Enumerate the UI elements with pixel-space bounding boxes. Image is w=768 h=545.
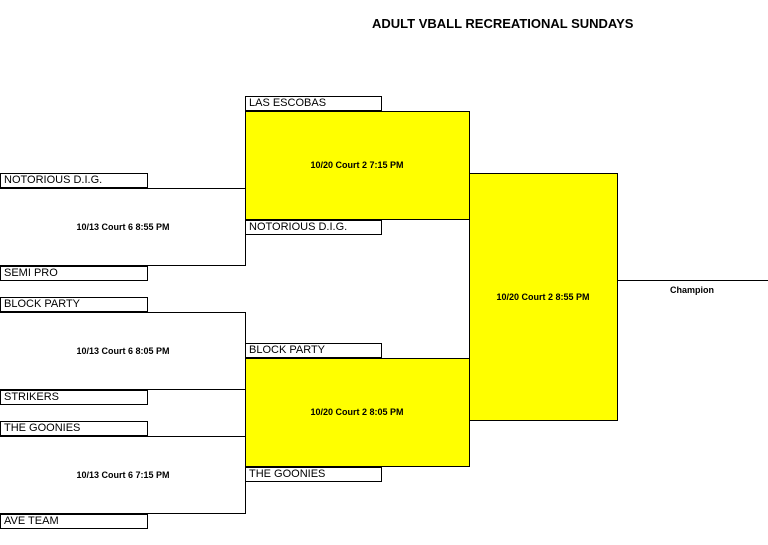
r1m1-team-b: SEMI PRO <box>0 266 148 281</box>
r2m1-team-b: NOTORIOUS D.I.G. <box>245 220 382 235</box>
champion-line <box>617 280 768 281</box>
r2m1-time: 10/20 Court 2 7:15 PM <box>310 160 404 170</box>
r1m3-team-b: AVE TEAM <box>0 514 148 529</box>
r2m2-team-b: THE GOONIES <box>245 467 382 482</box>
r1m2-team-a: BLOCK PARTY <box>0 297 148 312</box>
r1m3-team-a: THE GOONIES <box>0 421 148 436</box>
r1m2-team-b: STRIKERS <box>0 390 148 405</box>
r2m2-bracket <box>245 358 470 467</box>
r1m3-time: 10/13 Court 6 7:15 PM <box>76 470 170 480</box>
r2m2-team-a: BLOCK PARTY <box>245 343 382 358</box>
r1m2-time: 10/13 Court 6 8:05 PM <box>76 346 170 356</box>
r2m2-time: 10/20 Court 2 8:05 PM <box>310 407 404 417</box>
r2m1-team-a: LAS ESCOBAS <box>245 96 382 111</box>
champion-label: Champion <box>670 285 714 295</box>
r1m1-team-a: NOTORIOUS D.I.G. <box>0 173 148 188</box>
r1m1-time: 10/13 Court 6 8:55 PM <box>76 222 170 232</box>
final-bracket <box>469 173 618 421</box>
final-time: 10/20 Court 2 8:55 PM <box>496 292 590 302</box>
r2m1-bracket <box>245 111 470 220</box>
bracket-title: ADULT VBALL RECREATIONAL SUNDAYS <box>372 16 634 31</box>
